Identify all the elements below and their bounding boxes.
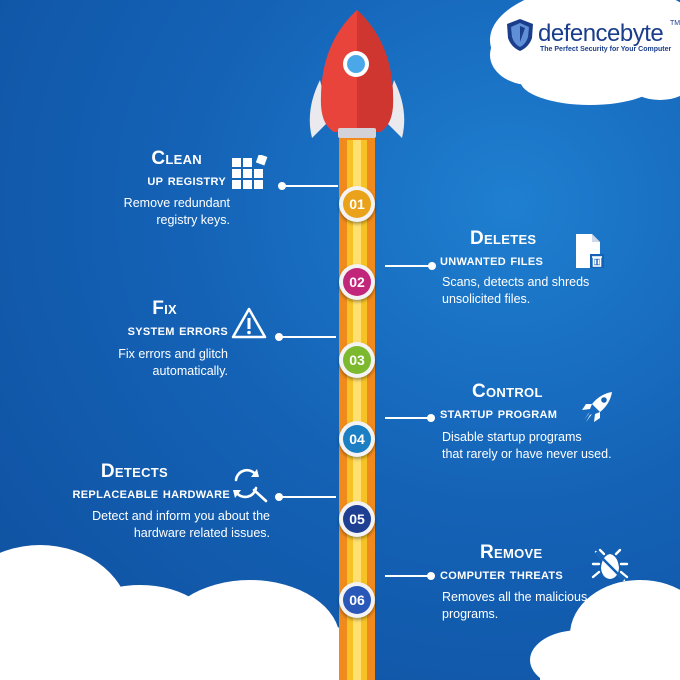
file-trash-icon — [576, 234, 604, 268]
rocket-illustration — [309, 10, 405, 138]
step-02-title-line1: Deletes — [470, 228, 537, 249]
registry-blocks-icon — [232, 155, 268, 189]
step-05-title-line2: replaceable hardware — [72, 485, 230, 502]
step-04-title-line2: startup program — [440, 405, 558, 422]
bottom-left-cloud — [0, 545, 370, 680]
refresh-search-icon — [233, 468, 268, 503]
shield-logo-icon — [507, 19, 533, 51]
brand-trademark: TM — [670, 20, 680, 27]
step-06-title-line1: Remove — [480, 542, 543, 563]
bug-crossed-icon — [591, 548, 629, 582]
step-06-badge: 06 — [339, 582, 375, 618]
step-04-title-line1: Control — [472, 381, 543, 402]
step-03-title-line2: system errors — [127, 322, 228, 339]
connector-lines — [280, 185, 433, 577]
rocket-icon — [582, 392, 612, 422]
step-01-badge: 01 — [339, 186, 375, 222]
step-06-title-line2: computer threats — [440, 566, 564, 583]
warning-triangle-icon — [231, 307, 267, 339]
step-01-title-line2: up registry — [147, 172, 226, 189]
step-03-title-line1: Fix — [152, 298, 177, 319]
bottom-right-cloud — [530, 580, 680, 680]
connector-dots — [275, 182, 436, 580]
step-03-badge: 03 — [339, 342, 375, 378]
step-02-title-line2: unwanted files — [440, 252, 544, 269]
step-05-title-line1: Detects — [100, 461, 168, 482]
step-05-badge: 05 — [339, 501, 375, 537]
step-01-title-line1: Clean — [151, 148, 202, 169]
brand-name: defencebyte — [538, 20, 664, 47]
brand-tagline: The Perfect Security for Your Computer — [540, 46, 672, 53]
step-02-badge: 02 — [339, 264, 375, 300]
step-04-badge: 04 — [339, 421, 375, 457]
